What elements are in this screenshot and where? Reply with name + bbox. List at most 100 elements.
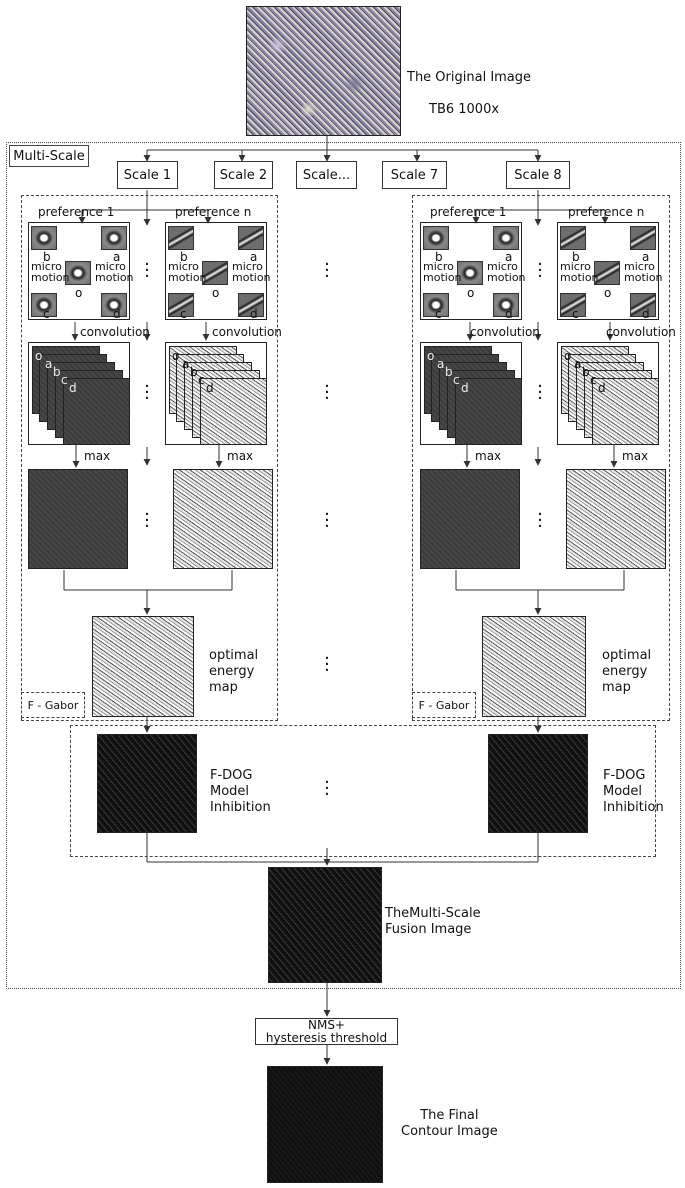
micro-motion-label-right: micro motion xyxy=(487,260,526,284)
conv-stack-prefn: o a b c d xyxy=(165,342,267,445)
kernel-d xyxy=(493,293,519,317)
convolution-label: convolution xyxy=(470,325,540,339)
kernel-o xyxy=(594,261,620,285)
convolution-label: convolution xyxy=(212,325,282,339)
vertical-ellipsis: · · · xyxy=(537,504,543,537)
preference-n-label: preference n xyxy=(175,205,252,219)
kernel-b xyxy=(168,226,194,250)
kernel-c xyxy=(560,293,586,317)
kernel-d xyxy=(630,293,656,317)
fgabor-label-right: F - Gabor xyxy=(412,692,476,718)
fgabor-label-left: F - Gabor xyxy=(21,692,85,718)
multi-scale-frame xyxy=(6,142,681,989)
kernel-letter-c: c xyxy=(180,307,187,321)
preference-1-label: preference 1 xyxy=(38,205,115,219)
fdog-caption-left: F-DOG Model Inhibition xyxy=(210,768,271,815)
energy-caption-left: optimal energy map xyxy=(209,648,259,695)
micro-motion-label-right: micro motion xyxy=(232,260,271,284)
kernel-a xyxy=(493,226,519,250)
stack-letter-o: o xyxy=(172,349,180,363)
fdog-output-left xyxy=(97,734,197,833)
kernel-letter-c: c xyxy=(43,307,50,321)
stack-letter-a: a xyxy=(574,357,582,371)
kernel-letter-d: d xyxy=(505,307,513,321)
vertical-ellipsis: · · · xyxy=(324,254,330,287)
kernel-letter-o: o xyxy=(467,286,475,300)
energy-caption-right: optimal energy map xyxy=(602,648,652,695)
optimal-energy-map-right xyxy=(482,616,586,717)
original-image-caption: The Original Image TB6 1000x xyxy=(407,54,531,118)
micro-motion-label-left: micro motion xyxy=(423,260,462,284)
vertical-ellipsis: · · · xyxy=(324,772,330,805)
stack-letter-b: b xyxy=(582,365,590,379)
kernel-letter-o: o xyxy=(604,286,612,300)
fgabor-frame-right xyxy=(412,195,670,721)
micro-motion-label-left: micro motion xyxy=(560,260,599,284)
stack-letter-a: a xyxy=(45,357,53,371)
vertical-ellipsis: · · · xyxy=(537,254,543,287)
final-contour-image xyxy=(267,1066,383,1183)
scale-2-box: Scale 2 xyxy=(214,161,273,189)
kernel-b xyxy=(560,226,586,250)
kernel-d xyxy=(101,293,127,317)
stack-letter-o: o xyxy=(427,349,435,363)
scale-1-box: Scale 1 xyxy=(117,161,178,189)
fdog-frame xyxy=(70,725,656,857)
max-label: max xyxy=(227,449,254,463)
stack-letter-c: c xyxy=(61,373,68,387)
stack-letter-d: d xyxy=(461,381,469,395)
convolution-label: convolution xyxy=(606,325,676,339)
scale-8-box: Scale 8 xyxy=(506,161,570,189)
kernel-c xyxy=(31,293,57,317)
preference-1-label: preference 1 xyxy=(430,205,507,219)
kernel-letter-c: c xyxy=(572,307,579,321)
kernel-letter-d: d xyxy=(642,307,650,321)
kernel-letter-b: b xyxy=(435,250,443,264)
stack-letter-a: a xyxy=(437,357,445,371)
original-caption-line1: The Original Image xyxy=(407,70,532,85)
stack-letter-c: c xyxy=(590,373,597,387)
stack-letter-b: b xyxy=(445,365,453,379)
fdog-output-right xyxy=(488,734,588,833)
kernel-panel-pref1: b a o c d micro motion micro motion xyxy=(28,222,134,321)
fusion-caption: TheMulti-Scale Fusion Image xyxy=(385,906,481,937)
stack-letter-b: b xyxy=(190,365,198,379)
vertical-ellipsis: · · · xyxy=(537,376,543,409)
vertical-ellipsis: · · · xyxy=(144,254,150,287)
vertical-ellipsis: · · · xyxy=(144,376,150,409)
kernel-letter-o: o xyxy=(212,286,220,300)
original-image xyxy=(246,6,401,136)
original-caption-line2: TB6 1000x xyxy=(429,102,500,117)
vertical-ellipsis: · · · xyxy=(324,648,330,681)
micro-motion-label-right: micro motion xyxy=(624,260,663,284)
vertical-ellipsis: · · · xyxy=(324,376,330,409)
fgabor-frame-left xyxy=(21,195,278,721)
max-label: max xyxy=(622,449,649,463)
kernel-letter-b: b xyxy=(43,250,51,264)
max-response-pref1 xyxy=(420,469,520,569)
scale-ellipsis-box: Scale... xyxy=(296,161,357,189)
micro-motion-label-left: micro motion xyxy=(168,260,207,284)
vertical-ellipsis: · · · xyxy=(144,504,150,537)
kernel-a xyxy=(101,226,127,250)
vertical-ellipsis: · · · xyxy=(324,504,330,537)
kernel-letter-b: b xyxy=(572,250,580,264)
kernel-letter-a: a xyxy=(113,250,121,264)
max-response-prefn xyxy=(566,469,666,569)
max-response-pref1 xyxy=(28,469,128,569)
kernel-letter-d: d xyxy=(113,307,121,321)
kernel-panel-prefn: b a o c d micro motion micro motion xyxy=(165,222,271,321)
kernel-letter-a: a xyxy=(250,250,258,264)
conv-stack-pref1: o a b c d xyxy=(28,342,130,445)
max-label: max xyxy=(84,449,111,463)
kernel-d xyxy=(238,293,264,317)
kernel-letter-o: o xyxy=(75,286,83,300)
kernel-o xyxy=(65,261,91,285)
stack-letter-d: d xyxy=(69,381,77,395)
kernel-letter-c: c xyxy=(435,307,442,321)
kernel-panel-prefn: b a o c d micro motion micro motion xyxy=(557,222,663,321)
conv-stack-pref1: o a b c d xyxy=(420,342,522,445)
stack-letter-o: o xyxy=(35,349,43,363)
max-response-prefn xyxy=(173,469,273,569)
